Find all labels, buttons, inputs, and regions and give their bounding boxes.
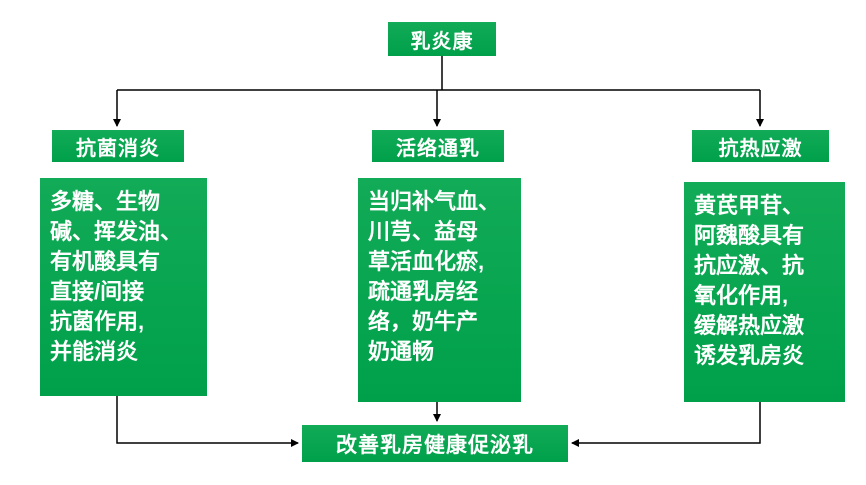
branch-desc-heat-stress: 黄芪甲苷、 阿魏酸具有 抗应激、抗 氧化作用, 缓解热应激 诱发乳房炎 — [684, 182, 845, 402]
root-node: 乳炎康 — [388, 22, 496, 56]
branch-title-antibacterial: 抗菌消炎 — [52, 130, 184, 162]
branch-title-heat-stress: 抗热应激 — [692, 130, 829, 162]
branch-title-lactation: 活络通乳 — [372, 130, 504, 162]
result-node: 改善乳房健康促泌乳 — [302, 425, 568, 462]
branch-desc-antibacterial: 多糖、生物 碱、挥发油、 有机酸具有 直接/间接 抗菌作用, 并能消炎 — [40, 178, 207, 396]
branch-desc-lactation: 当归补气血、 川芎、益母 草活血化瘀, 疏通乳房经 络，奶牛产 奶通畅 — [358, 178, 521, 402]
